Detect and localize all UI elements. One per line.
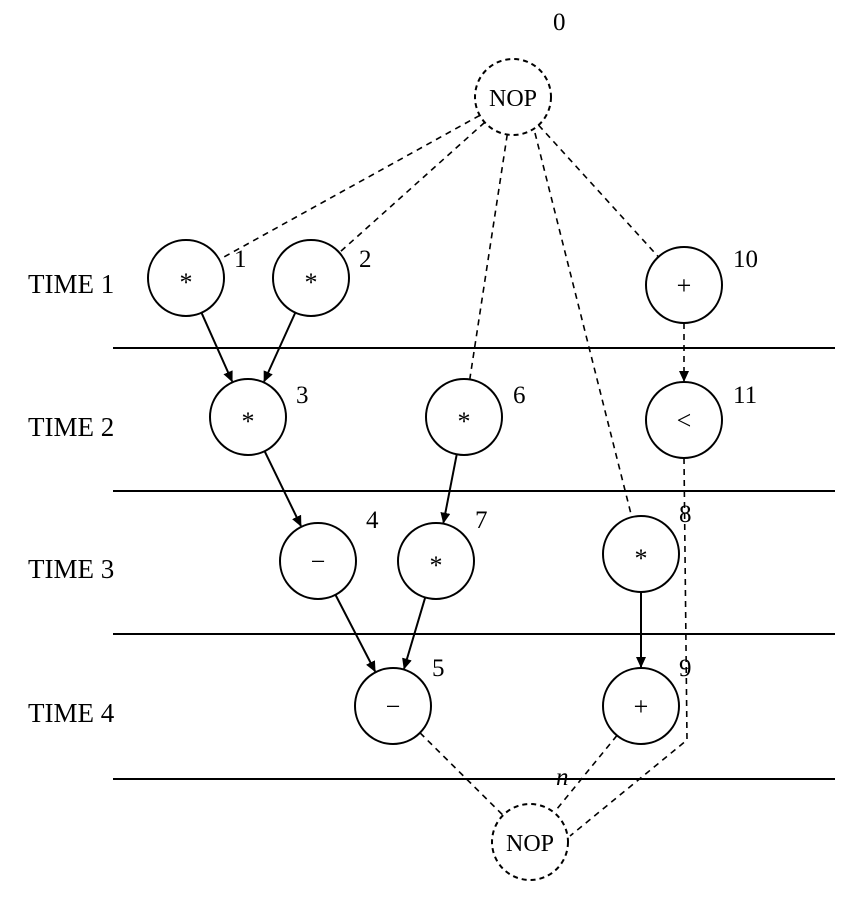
node-4: −4 [279, 507, 379, 600]
node-9: +9 [602, 655, 692, 745]
node-circle [645, 246, 723, 324]
node-id-label: 2 [359, 246, 372, 273]
node-id-label: 8 [679, 501, 692, 528]
node-id-label: 1 [234, 246, 247, 273]
time-label-2: TIME 2 [28, 412, 114, 442]
edge-4-5 [334, 594, 376, 673]
node-operation: * [635, 544, 648, 573]
time-label-4: TIME 4 [28, 698, 115, 728]
edge-9-n [554, 734, 618, 813]
node-operation: * [242, 407, 255, 436]
node-circle [425, 378, 503, 456]
node-id-label: 7 [475, 507, 488, 534]
edge-0-1 [219, 114, 481, 260]
edge-6-7 [440, 454, 458, 524]
node-n: NOP n [491, 764, 569, 881]
node-11: <11 [645, 381, 757, 459]
time-label-1: TIME 1 [28, 269, 114, 299]
edge-7-5 [402, 597, 427, 670]
time-label-3: TIME 3 [28, 554, 114, 584]
node-circle [209, 378, 287, 456]
node-circle [272, 239, 350, 317]
node-7: *7 [397, 507, 488, 600]
edge-0-8 [534, 132, 633, 519]
node-operation: + [634, 692, 649, 721]
node-circle [474, 58, 552, 136]
edge-0-2 [339, 121, 486, 253]
edges [200, 114, 689, 837]
node-operation: * [430, 551, 443, 580]
node-circle [602, 667, 680, 745]
node-1: *1 [147, 239, 247, 317]
node-operation: − [386, 692, 401, 721]
edge-3-4 [263, 450, 302, 527]
node-circle [602, 515, 680, 593]
node-id-label: 9 [679, 655, 692, 682]
node-operation: < [677, 406, 692, 435]
node-id-label: 4 [366, 507, 379, 534]
node-operation: + [677, 271, 692, 300]
node-id-label: n [556, 764, 569, 791]
node-id-label: 6 [513, 382, 526, 409]
node-circle [645, 381, 723, 459]
node-5: −5 [354, 655, 445, 745]
node-operation: * [305, 268, 318, 297]
node-circle [491, 803, 569, 881]
node-10: +10 [645, 246, 758, 324]
edge-5-n [419, 732, 503, 816]
edge-1-3 [200, 312, 234, 383]
node-id-label: 3 [296, 382, 309, 409]
node-operation: * [180, 268, 193, 297]
node-id-label: 11 [733, 382, 757, 409]
node-id-label: 0 [553, 9, 566, 36]
node-operation: NOP [506, 831, 554, 857]
edge-0-10 [537, 124, 659, 257]
node-circle [397, 522, 475, 600]
edge-0-6 [469, 134, 509, 379]
node-operation: − [311, 547, 326, 576]
node-id-label: 10 [733, 246, 758, 273]
node-2: *2 [272, 239, 372, 317]
node-id-label: 5 [432, 655, 445, 682]
node-6: *6 [425, 378, 526, 456]
node-circle [354, 667, 432, 745]
node-0: NOP 0 [474, 9, 566, 136]
node-3: *3 [209, 378, 309, 456]
node-circle [279, 522, 357, 600]
node-circle [147, 239, 225, 317]
node-operation: NOP [489, 86, 537, 112]
node-operation: * [458, 407, 471, 436]
node-8: *8 [602, 501, 692, 593]
edge-2-3 [263, 312, 297, 383]
